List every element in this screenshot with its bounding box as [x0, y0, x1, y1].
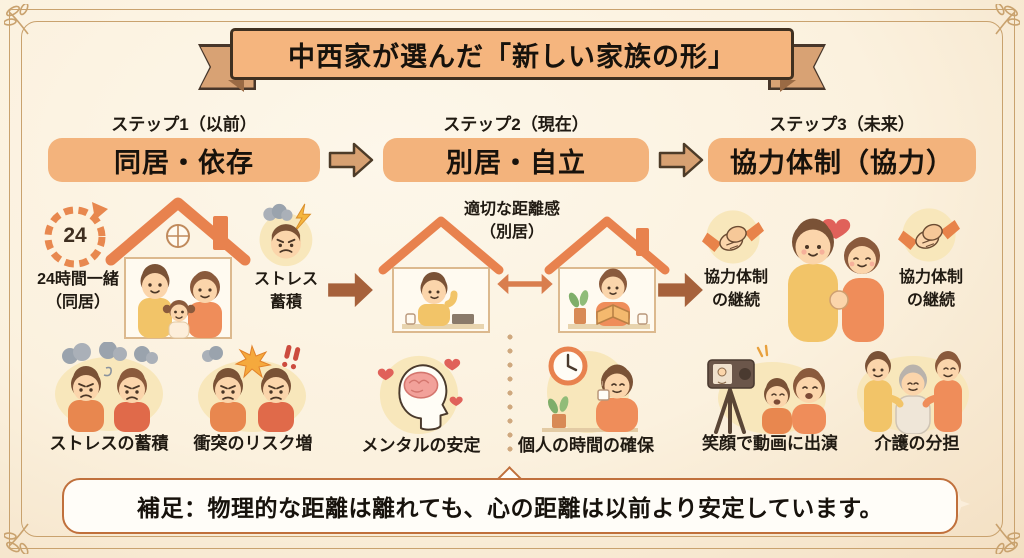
conflict-illustration [198, 344, 306, 432]
outcome-label: 笑顔で動画に出演 [702, 434, 838, 453]
clock-24-icon: 24 [40, 200, 110, 270]
corner-leaf-ornament [995, 4, 1020, 35]
step1-pill: 同居・依存 [48, 138, 320, 182]
step1-header: ステップ1（以前） [111, 115, 257, 134]
scene-arrow-icon [658, 272, 703, 308]
together-caption: 24時間一緒 （同居） [37, 271, 119, 312]
outcome-label: ストレスの蓄積 [49, 434, 169, 453]
dotted-separator [507, 330, 513, 458]
note-text: 補足：物理的な距離は離れても、心の距離は以前より安定しています。 [62, 478, 958, 534]
step3-pill: 協力体制（協力） [708, 138, 976, 182]
scene-arrow-icon [328, 272, 373, 308]
family-house-illustration [105, 197, 251, 339]
angry-face-storm-icon [252, 202, 318, 268]
personal-time-illustration [542, 346, 638, 433]
handshake-icon [898, 208, 960, 262]
outcome-label: 衝突のリスク増 [193, 434, 313, 453]
corner-leaf-ornament [4, 4, 29, 35]
clock-number: 24 [63, 224, 87, 247]
step2-pill: 別居・自立 [383, 138, 649, 182]
cooperation-caption-right: 協力体制 の継続 [898, 269, 963, 310]
distance-caption: 適切な距離感 （別居） [463, 201, 560, 242]
handshake-icon [702, 210, 764, 264]
stress-caption: ストレス 蓄積 [253, 271, 318, 312]
step-arrow-icon [658, 142, 704, 178]
corner-leaf-ornament [995, 523, 1020, 554]
caregiving-illustration [857, 351, 969, 434]
outcome-label: メンタルの安定 [361, 436, 481, 455]
step-arrow-icon [328, 142, 374, 178]
step2-header: ステップ2（現在） [443, 115, 589, 134]
page-title: 中西家が選んだ「新しい家族の形」 [230, 28, 794, 80]
outcome-label: 介護の分担 [874, 434, 960, 453]
cooperation-caption-left: 協力体制 の継続 [703, 269, 768, 310]
sparkle-icon [946, 492, 970, 516]
stressed-couple-illustration [55, 342, 163, 432]
outcome-label: 個人の時間の確保 [518, 436, 654, 455]
double-arrow-icon [497, 273, 553, 295]
step3-header: ステップ3（未来） [769, 115, 915, 134]
house-woman-illustration [544, 216, 670, 333]
couple-illustration [788, 218, 884, 342]
brain-profile-icon [377, 355, 463, 435]
title-ribbon: 中西家が選んだ「新しい家族の形」 [198, 26, 826, 92]
corner-leaf-ornament [4, 523, 29, 554]
house-man-illustration [378, 216, 504, 333]
video-camera-tripod-illustration [707, 344, 826, 434]
